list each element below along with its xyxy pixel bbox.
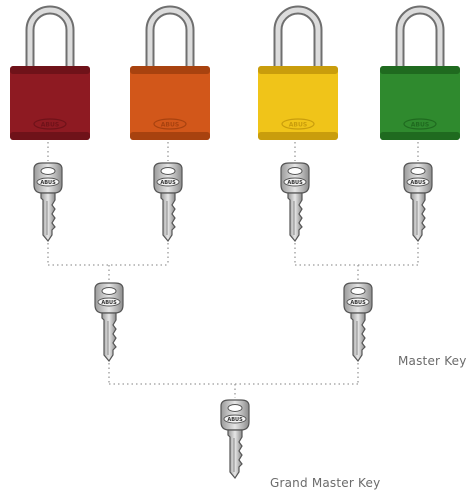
master-key: ABUS [344, 283, 372, 361]
padlock-row: ABUS ABUS ABUS ABUS [10, 10, 460, 140]
key-brand-text: ABUS [101, 300, 117, 306]
key-brand-text: ABUS [410, 180, 426, 186]
individual-key: ABUS [34, 163, 62, 241]
key-brand-text: ABUS [40, 180, 56, 186]
brand-engraving-text: ABUS [289, 122, 307, 129]
key-tree: ABUS ABUS ABUS ABUS ABUS ABUS ABUS [34, 163, 432, 478]
padlock-orange: ABUS [130, 10, 210, 140]
key-brand-text: ABUS [160, 180, 176, 186]
brand-engraving-text: ABUS [161, 122, 179, 129]
grand-master-key: ABUS [221, 400, 249, 478]
individual-key: ABUS [154, 163, 182, 241]
key-blade [351, 313, 365, 361]
grand-master-key-label: Grand Master Key [270, 476, 380, 490]
key-blade [41, 193, 55, 241]
key-blade [411, 193, 425, 241]
individual-key: ABUS [281, 163, 309, 241]
padlock-red: ABUS [10, 10, 90, 140]
brand-engraving-text: ABUS [41, 122, 59, 129]
key-blade [288, 193, 302, 241]
key-brand-text: ABUS [350, 300, 366, 306]
key-brand-text: ABUS [227, 417, 243, 423]
master-key: ABUS [95, 283, 123, 361]
key-blade [161, 193, 175, 241]
key-blade [102, 313, 116, 361]
connector-lines [48, 142, 418, 398]
key-blade [228, 430, 242, 478]
master-key-label: Master Key [398, 354, 467, 368]
padlock-green: ABUS [380, 10, 460, 140]
key-brand-text: ABUS [287, 180, 303, 186]
brand-engraving-text: ABUS [411, 122, 429, 129]
individual-key: ABUS [404, 163, 432, 241]
padlock-yellow: ABUS [258, 10, 338, 140]
